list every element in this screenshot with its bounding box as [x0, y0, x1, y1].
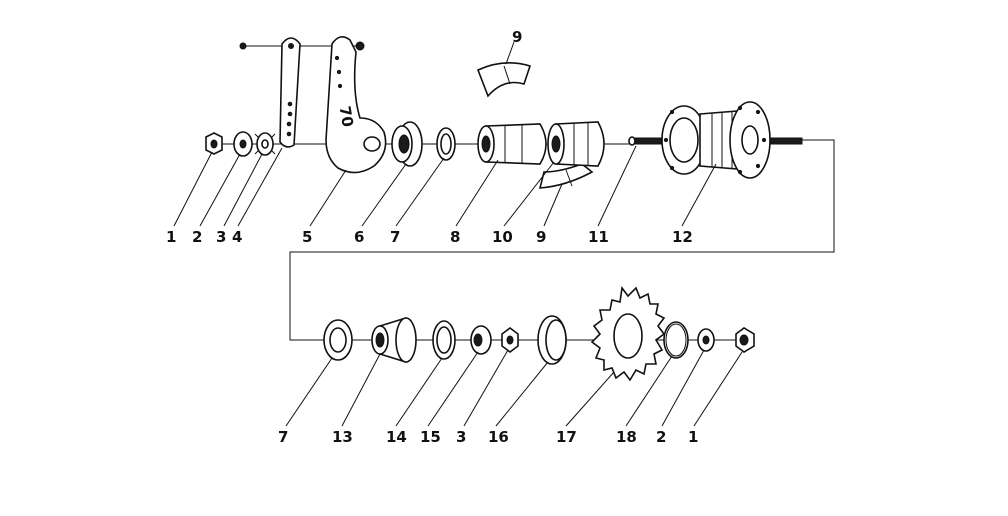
label-9-upper: 9 [512, 28, 522, 46]
label-2-top: 2 [192, 228, 202, 246]
label-2-bottom: 2 [656, 428, 666, 446]
label-10-top: 10 [492, 228, 513, 246]
part-13-sleeve [371, 317, 417, 363]
label-7-top: 7 [390, 228, 400, 246]
labels-bottom: 7 13 14 15 3 16 17 18 2 1 [278, 428, 698, 446]
label-9-lower: 9 [536, 228, 546, 246]
part-3-lockwasher-top [254, 132, 276, 156]
label-15-bottom: 15 [420, 428, 441, 446]
part-7-ring-bottom [323, 319, 353, 361]
part-7-ring-top [436, 127, 456, 161]
part-2-washer-top [233, 131, 253, 157]
part-12-hub-shell [661, 101, 771, 179]
label-1-top: 1 [166, 228, 176, 246]
label-17-bottom: 17 [556, 428, 577, 446]
label-16-bottom: 16 [488, 428, 509, 446]
part-16-dust-cap [537, 315, 567, 365]
part-5-brake-arm: 70 [325, 36, 387, 174]
labels-top: 1 2 3 4 5 6 7 8 9 10 9 11 12 [166, 28, 693, 246]
label-8-top: 8 [450, 228, 460, 246]
part-14-ring [432, 320, 456, 360]
label-13-bottom: 13 [332, 428, 353, 446]
part-6-cone [391, 121, 423, 167]
axis-lines [218, 45, 835, 341]
part-9-brake-shoe-upper [476, 62, 532, 98]
part-1-nut-bottom [735, 327, 755, 353]
label-18-bottom: 18 [616, 428, 637, 446]
connector-line [289, 139, 835, 341]
part-15-cone [470, 325, 492, 355]
part-3-nut-bottom [501, 327, 519, 353]
label-7-bottom: 7 [278, 428, 288, 446]
label-5-top: 5 [302, 228, 312, 246]
leader-lines [173, 41, 743, 427]
arm-bolt [239, 41, 365, 51]
label-12-top: 12 [672, 228, 693, 246]
label-3-top: 3 [216, 228, 226, 246]
label-4-top: 4 [232, 228, 242, 246]
arm-marking: 70 [336, 105, 357, 129]
label-1-bottom: 1 [688, 428, 698, 446]
part-17-sprocket [590, 285, 666, 382]
label-11-top: 11 [588, 228, 609, 246]
part-18-ring [663, 321, 689, 359]
label-6-top: 6 [354, 228, 364, 246]
part-9-brake-shoe-lower [538, 163, 594, 189]
label-3-bottom: 3 [456, 428, 466, 446]
label-14-bottom: 14 [386, 428, 407, 446]
part-8-clutch [477, 123, 547, 165]
part-2-washer-bottom [697, 328, 715, 352]
part-10-drum [547, 121, 605, 167]
part-4-arm [279, 37, 301, 148]
part-1-nut-top [205, 132, 223, 155]
